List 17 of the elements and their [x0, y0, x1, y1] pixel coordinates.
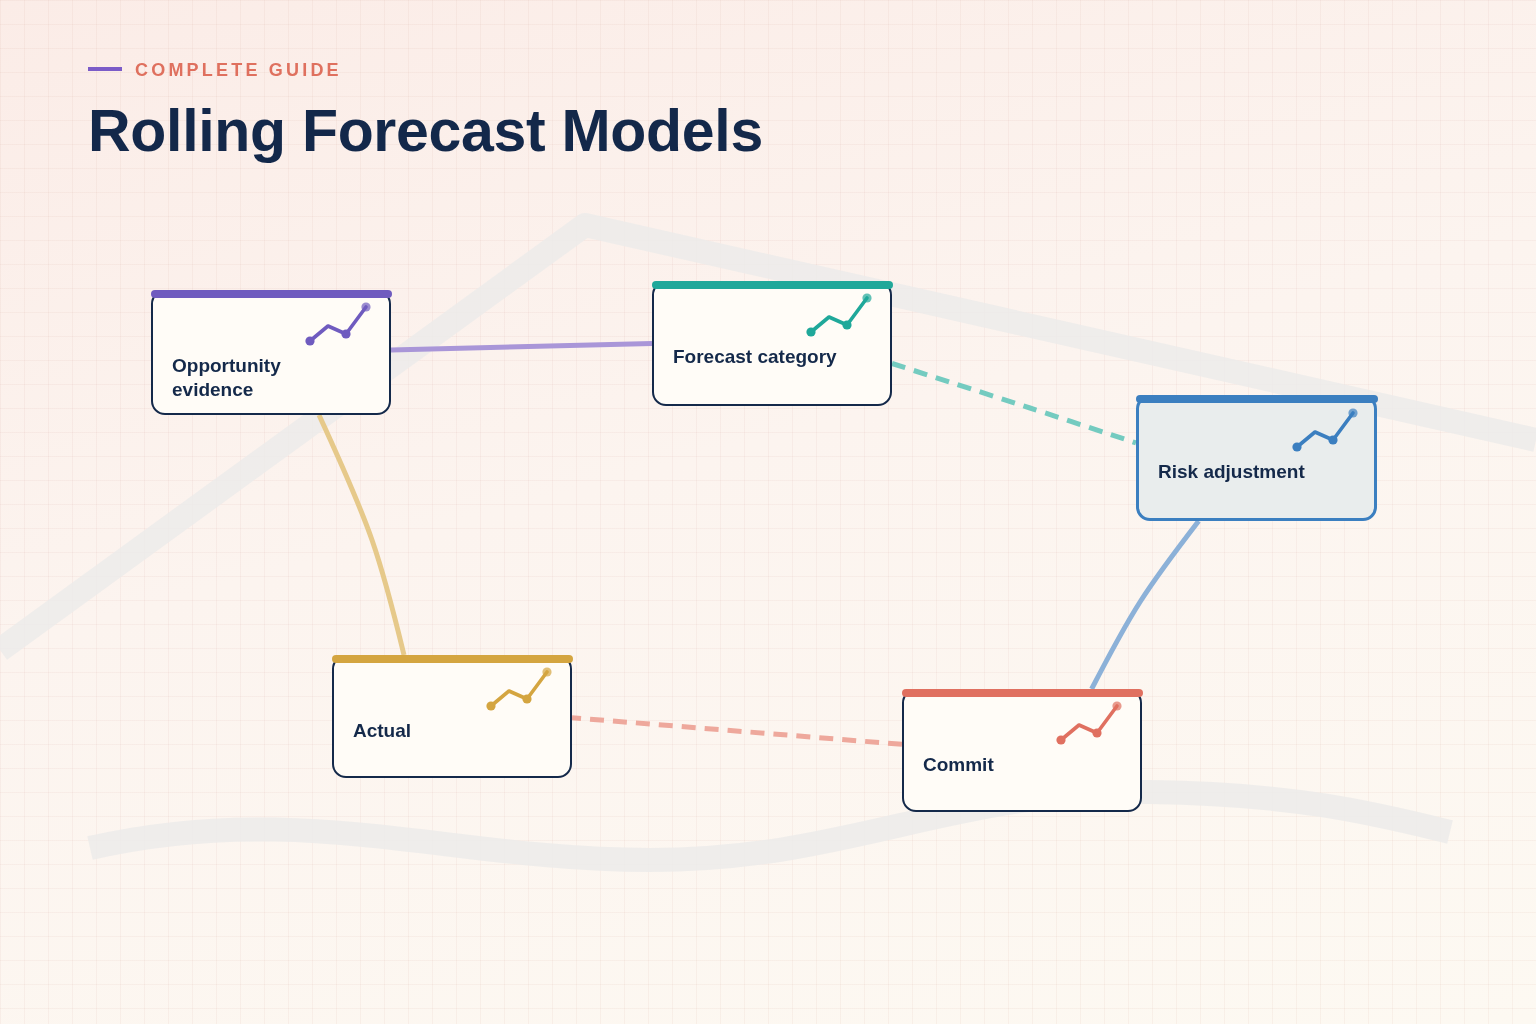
- eyebrow-label: COMPLETE GUIDE: [135, 60, 342, 80]
- node-label: Risk adjustment: [1158, 460, 1306, 484]
- title: Rolling Forecast Models: [88, 97, 763, 166]
- node-label: Actual: [353, 719, 413, 743]
- process-box: [332, 655, 572, 778]
- process-box: [1136, 395, 1377, 521]
- connector-line: [571, 715, 903, 747]
- connector-line: [1089, 519, 1201, 691]
- connector-line: [316, 413, 407, 656]
- connector-line: [891, 361, 1137, 446]
- connector-line: [390, 341, 653, 353]
- process-box: [652, 281, 892, 406]
- process-box: [902, 689, 1142, 812]
- process-box: [151, 290, 391, 415]
- node-label: Forecast category: [673, 345, 838, 369]
- node-label: Opportunity evidence: [172, 354, 282, 402]
- node-label: Commit: [923, 753, 995, 777]
